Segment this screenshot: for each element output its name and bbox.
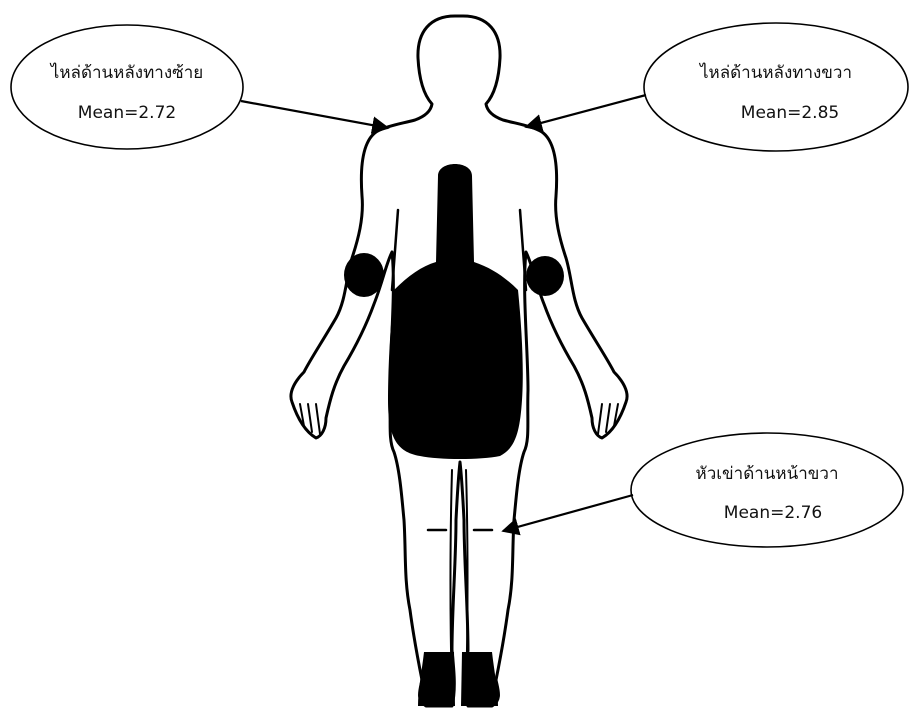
- callout-label: ไหล่ด้านหลังทางขวา: [698, 62, 852, 83]
- callout-label: หัวเข่าด้านหน้าขวา: [695, 464, 838, 484]
- callout-value: Mean=2.85: [741, 103, 839, 123]
- callout-arrow: [503, 495, 633, 531]
- left-elbow-region: [344, 253, 384, 297]
- right-elbow-region: [526, 256, 564, 296]
- callout-arrow: [526, 95, 646, 127]
- callout-bubble: [11, 25, 243, 149]
- callout-right-knee: หัวเข่าด้านหน้าขวา Mean=2.76: [503, 433, 903, 547]
- callout-bubble: [631, 433, 903, 547]
- callout-right-shoulder: ไหล่ด้านหลังทางขวา Mean=2.85: [526, 23, 908, 151]
- callout-value: Mean=2.72: [78, 103, 176, 123]
- lower-back-buttock-region: [388, 262, 523, 459]
- callout-label: ไหล่ด้านหลังทางซ้าย: [49, 62, 203, 83]
- right-foot-region: [461, 652, 498, 706]
- callout-left-shoulder: ไหล่ด้านหลังทางซ้าย Mean=2.72: [11, 25, 388, 149]
- callout-arrow: [241, 101, 388, 128]
- left-foot-region: [418, 652, 455, 706]
- callout-value: Mean=2.76: [724, 503, 822, 523]
- spine-region: [436, 164, 474, 262]
- callout-bubble: [644, 23, 908, 151]
